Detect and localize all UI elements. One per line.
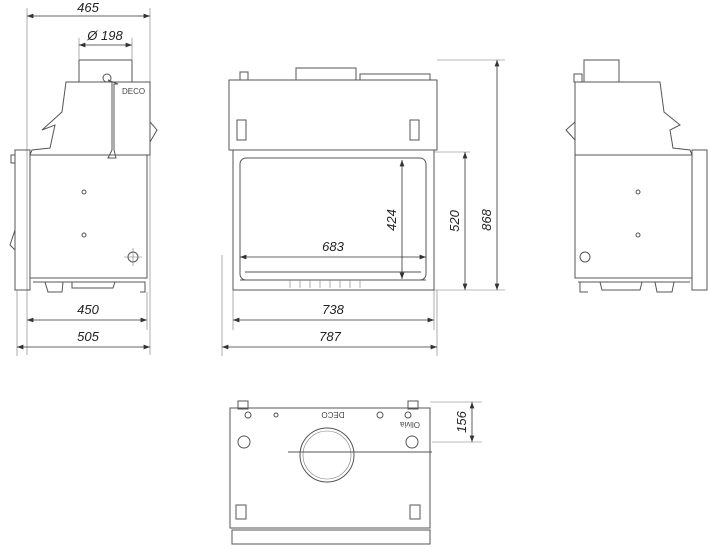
side-view-right: [565, 59, 708, 293]
model-label-top: Olivia: [399, 420, 420, 429]
side-view-left: 465 Ø 198 DECO 450 505: [9, 0, 158, 356]
dim-flue-diameter: Ø 198: [86, 28, 123, 43]
side-body: [29, 154, 148, 279]
dim-156: 156: [454, 410, 469, 432]
dim-787: 787: [319, 329, 341, 344]
dim-520: 520: [447, 209, 462, 231]
brand-label-top: DECO: [321, 410, 344, 419]
dim-505: 505: [77, 329, 99, 344]
dim-465: 465: [77, 0, 99, 15]
front-door-frame: [232, 149, 435, 291]
dim-683: 683: [322, 239, 344, 254]
front-view: 683 424 520 868 738 787: [221, 59, 505, 356]
top-body: [229, 407, 431, 529]
brand-label-side: DECO: [122, 87, 145, 96]
flue-outlet: [299, 427, 355, 483]
dim-450: 450: [77, 302, 99, 317]
dim-738: 738: [322, 302, 344, 317]
top-view: DECO Olivia 156: [229, 400, 482, 545]
dim-424: 424: [384, 209, 399, 231]
dim-868: 868: [479, 208, 494, 230]
